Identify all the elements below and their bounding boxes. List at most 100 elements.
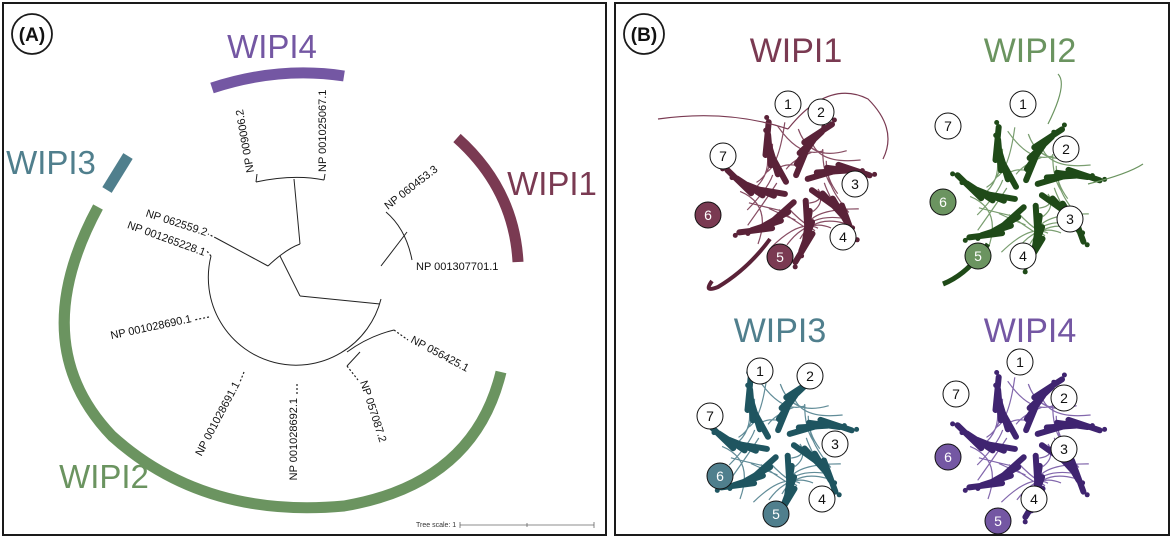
blade-number: 5 [772,506,780,522]
branch-leaf-001025067 [323,173,326,181]
beta-strand [954,422,985,452]
clade-arc-wipi2 [58,204,507,514]
panel-letter-b: (B) [631,25,657,46]
blade-number: 6 [939,194,947,210]
blade-marker-6: 6 [694,201,722,229]
structure-title-wipi2: WIPI2 [984,32,1077,70]
beta-strand [1065,416,1103,434]
beta-strand [1069,457,1087,495]
blade-marker-circle [1006,348,1034,376]
blade-marker-4: 4 [1009,242,1037,270]
blade-marker-circle [807,98,835,126]
tree-canvas: (A) WIPI4 WIPI1 WIPI3 WIPI2 [6,13,597,529]
group-label-wipi3: WIPI3 [6,144,96,181]
group-label-wipi4: WIPI4 [227,28,317,65]
clade-arc-wipi3 [102,153,133,193]
leaf-dots-056425 [393,329,409,341]
structure-title-wipi1: WIPI1 [750,32,843,70]
leaf-label: NP 057087.2 [357,379,388,444]
beta-strand [1031,376,1065,401]
blade-marker-circle [984,507,1012,535]
leaf-dots-001028690 [193,316,210,321]
leaf-dots-057087 [346,365,359,381]
blade-marker-circle [746,357,774,385]
blade-number: 7 [719,148,727,164]
branch-wipi2-node [346,329,395,353]
blade-number: 3 [1060,441,1068,457]
blade-number: 4 [1019,248,1027,264]
strand-arrowhead [1084,242,1090,248]
protein-structure-wipi2 [942,73,1144,287]
helix-tail [706,237,772,291]
beta-strand [736,225,776,236]
beta-strand [762,119,772,158]
blade-number: 7 [706,408,714,424]
blade-marker-circle [694,201,722,229]
blade-marker-7: 7 [934,112,962,140]
strand-arrowhead [950,421,956,427]
leaf-label: NP 001028691.1 [193,380,242,458]
beta-strand [801,121,835,146]
blade-marker-circle [808,485,836,513]
branch-wipi34 [267,243,301,267]
beta-strand [992,124,1002,163]
branch-wipi4-node [255,176,325,183]
blade-marker-circle [696,402,724,430]
strand-arrowhead [994,120,1000,125]
blade-marker-circle [762,500,790,528]
branch-wipi1-stem [380,231,408,267]
blade-marker-6: 6 [706,462,734,490]
blade-marker-2: 2 [796,362,824,390]
clade-arc-wipi1 [453,133,524,263]
blade-marker-3: 3 [1050,435,1078,463]
blade-number: 6 [704,207,712,223]
strand-arrowhead [792,264,798,270]
tree-scale-label: Tree scale: 1 [416,522,456,529]
leaf-label: NP 001028690.1 [110,313,193,342]
blade-marker-5: 5 [766,243,794,271]
beta-strand [966,480,1006,491]
blade-number: 5 [974,248,982,264]
blade-marker-7: 7 [696,402,724,430]
blade-marker-1: 1 [746,357,774,385]
structure-title-wipi3: WIPI3 [734,312,827,350]
blade-number: 4 [1030,491,1038,507]
branch-root-upper [279,255,301,297]
blade-marker-5: 5 [964,242,992,270]
blade-marker-2: 2 [807,98,835,126]
branch-leaf-009006 [255,173,258,183]
blade-marker-4: 4 [829,223,857,251]
group-label-wipi1: WIPI1 [507,165,597,202]
blade-marker-circle [964,242,992,270]
blade-marker-1: 1 [1006,348,1034,376]
panel-letter-circle [623,13,665,55]
beta-strand [954,172,985,202]
strand-arrowhead [764,115,770,120]
leaf-label: NP 060453.3 [382,163,440,212]
blade-marker-circle [709,142,737,170]
blade-marker-3: 3 [1056,205,1084,233]
blade-number: 2 [806,368,814,384]
beta-strand [821,457,839,495]
blade-number: 1 [1019,96,1027,112]
blade-number: 3 [831,436,839,452]
leaf-label: NP 056425.1 [409,334,471,375]
blade-marker-4: 4 [808,485,836,513]
blade-marker-circle [1056,205,1084,233]
blade-marker-circle [1020,485,1048,513]
leaf-label: NP 009006.2 [234,108,257,173]
blade-marker-circle [934,112,962,140]
blade-marker-2: 2 [1052,135,1080,163]
strand-arrowhead [1022,269,1028,275]
blade-marker-1: 1 [774,90,802,118]
blade-marker-circle [829,223,857,251]
blade-marker-circle [821,430,849,458]
terminal-loop [1047,73,1144,185]
beta-strand [724,167,755,197]
blade-number: 4 [818,491,826,507]
blade-marker-3: 3 [841,170,869,198]
leaf-label: NP 001025067.1 [317,90,329,172]
